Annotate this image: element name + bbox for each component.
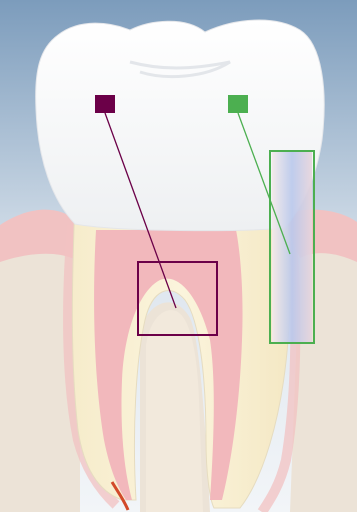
marker-gingival-region[interactable] bbox=[228, 95, 248, 113]
marker-pulp-horn[interactable] bbox=[95, 95, 115, 113]
gingival-sulcus bbox=[272, 152, 312, 342]
